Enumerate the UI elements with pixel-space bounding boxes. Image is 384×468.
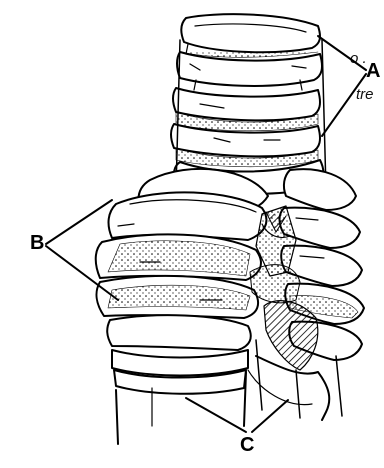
label-a: A — [366, 60, 380, 83]
label-c: C — [240, 434, 254, 457]
left-branch — [96, 169, 268, 350]
upper-tube — [171, 14, 326, 194]
label-b: B — [30, 232, 44, 255]
